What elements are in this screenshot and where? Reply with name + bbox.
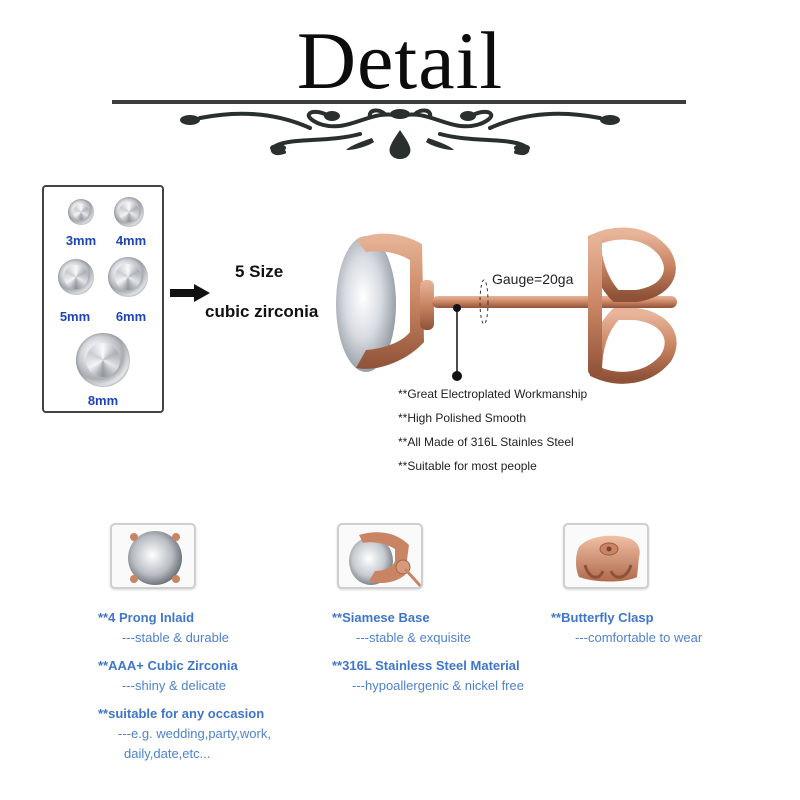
feature-column-1: **4 Prong Inlaid ---stable & durable **A… — [98, 610, 271, 774]
gem-3mm-icon — [68, 199, 94, 225]
size-label-6mm: 6mm — [115, 309, 147, 324]
feature-subtitle: ---shiny & delicate — [122, 678, 227, 693]
butterfly-clasp-icon — [576, 535, 640, 582]
feature-title: **Butterfly Clasp — [551, 610, 654, 625]
feature-title: **AAA+ Cubic Zirconia — [98, 658, 238, 673]
prong-setting-gem-icon — [128, 531, 182, 585]
feature-subtitle-cont: daily,date,etc... — [124, 746, 211, 761]
feature-item: **Suitable for most people — [398, 459, 537, 473]
butterfly-clasp-thumbnail — [563, 523, 649, 589]
ornamental-flourish-icon — [180, 108, 620, 159]
feature-subtitle: ---hypoallergenic & nickel free — [352, 678, 524, 693]
feature-subtitle: ---stable & durable — [122, 630, 229, 645]
prong-setting-thumbnail — [110, 523, 196, 589]
gem-4mm-icon — [114, 197, 144, 227]
size-count-label: 5 Size — [235, 262, 284, 281]
feature-item: **Great Electroplated Workmanship — [398, 387, 588, 401]
feature-title: **316L Stainless Steel Material — [332, 658, 520, 673]
feature-item: **High Polished Smooth — [398, 411, 527, 425]
right-arrow-icon — [170, 284, 210, 302]
gem-6mm-icon — [108, 257, 148, 297]
gem-8mm-icon — [76, 333, 130, 387]
feature-subtitle: ---e.g. wedding,party,work, — [118, 726, 271, 741]
size-label-3mm: 3mm — [65, 233, 97, 248]
size-label-5mm: 5mm — [59, 309, 91, 324]
size-label-8mm: 8mm — [87, 393, 119, 408]
feature-list: **Great Electroplated Workmanship **High… — [398, 386, 587, 482]
title-divider — [112, 100, 686, 104]
gem-5mm-icon — [58, 259, 94, 295]
material-label: cubic zirconia — [205, 302, 319, 321]
feature-subtitle: ---stable & exquisite — [356, 630, 471, 645]
siamese-base-thumbnail — [337, 523, 423, 589]
feature-column-2: **Siamese Base ---stable & exquisite **3… — [332, 610, 524, 706]
stud-earring-diagram — [336, 227, 677, 384]
feature-subtitle: ---comfortable to wear — [575, 630, 703, 645]
feature-item: **All Made of 316L Stainles Steel — [398, 435, 574, 449]
feature-title: **4 Prong Inlaid — [98, 610, 195, 625]
feature-title: **suitable for any occasion — [98, 706, 265, 721]
feature-title: **Siamese Base — [332, 610, 430, 625]
feature-column-3: **Butterfly Clasp ---comfortable to wear — [551, 610, 702, 658]
gauge-label: Gauge=20ga — [492, 271, 574, 287]
siamese-base-icon — [349, 532, 421, 587]
page-title: Detail — [296, 15, 504, 106]
size-options-panel: 3mm 4mm 5mm 6mm 8mm — [42, 185, 164, 413]
size-label-4mm: 4mm — [115, 233, 147, 248]
